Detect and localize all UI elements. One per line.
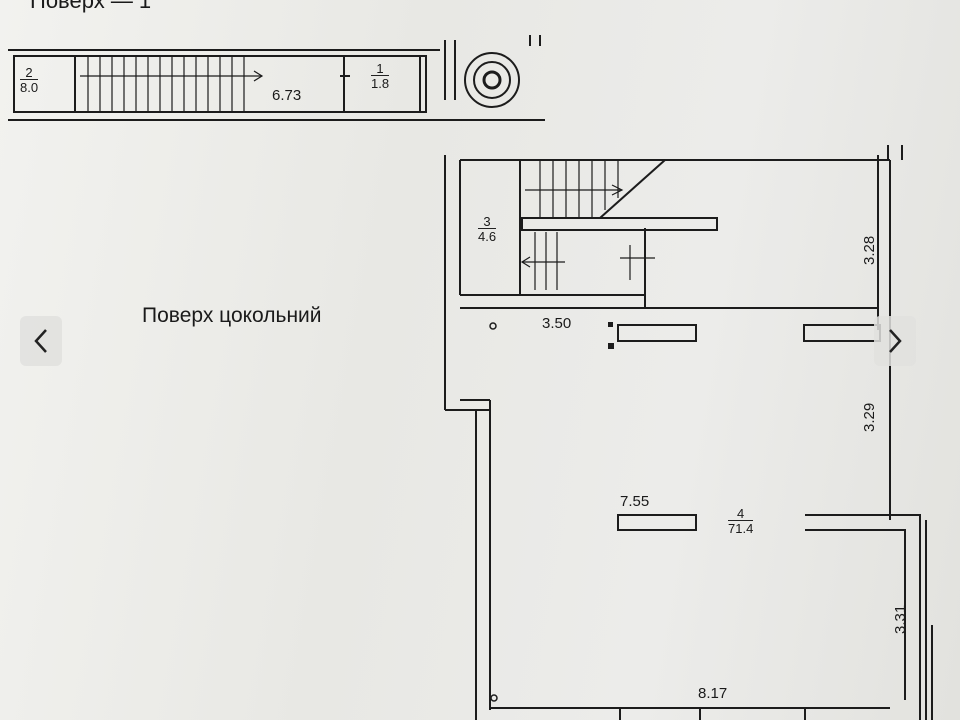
dimension-label: 3.28 [861, 235, 878, 265]
room-number: 1 [376, 61, 384, 76]
basement-plan [444, 145, 933, 720]
previous-image-button[interactable] [20, 316, 62, 366]
room-number: 3 [483, 214, 491, 229]
chevron-left-icon [34, 329, 47, 353]
chevron-right-icon [889, 329, 902, 353]
dimension-label: 7.55 [620, 493, 650, 510]
room-number: 2 [25, 65, 33, 80]
room-area: 8.0 [20, 79, 39, 95]
upper-floor-caption: Поверх — 1 [30, 0, 152, 13]
room-number: 4 [737, 506, 745, 521]
floor-caption: Поверх цокольний [142, 304, 322, 327]
dimension-label: 3.31 [892, 604, 909, 634]
room-label-4: 4 71.4 [728, 506, 754, 536]
next-image-button[interactable] [874, 316, 916, 366]
room-label-1: 1 1.8 [371, 61, 390, 91]
room-label-3: 3 4.6 [478, 214, 497, 244]
room-area: 1.8 [371, 75, 390, 91]
room-label-2: 2 8.0 [20, 65, 39, 95]
room-area: 4.6 [478, 228, 497, 244]
room-area: 71.4 [728, 520, 754, 536]
dimension-label: 3.50 [542, 315, 572, 332]
upper-floor-plan [8, 35, 545, 121]
dimension-label: 3.29 [861, 402, 878, 432]
dimension-label: 8.17 [698, 685, 728, 702]
dimension-label: 6.73 [272, 87, 302, 104]
